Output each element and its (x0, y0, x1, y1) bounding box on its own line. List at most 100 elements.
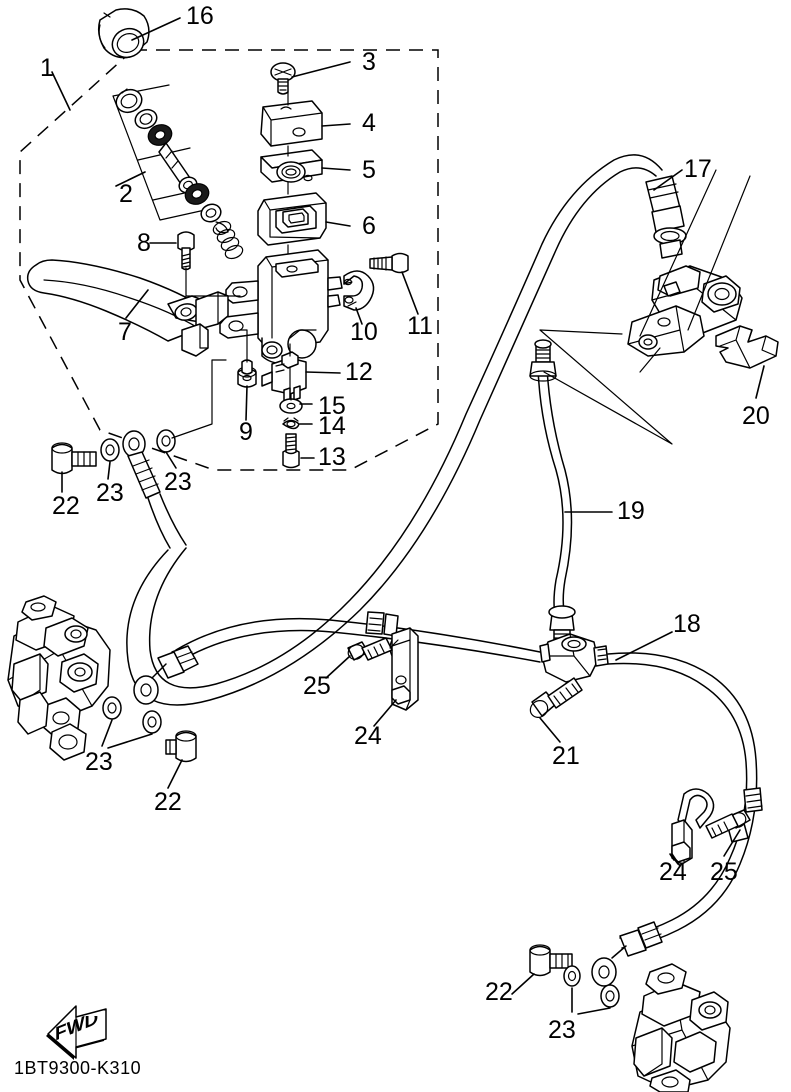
leader-21 (539, 717, 561, 743)
leader-5 (321, 167, 351, 171)
callout-label-12: 12 (345, 358, 373, 386)
part-3-cap-screw (270, 62, 296, 95)
callout-label-2: 2 (119, 180, 133, 208)
callout-label-13: 13 (318, 443, 346, 471)
callout-label-15: 15 (318, 392, 346, 420)
callout-label-25: 25 (303, 672, 331, 700)
fwd-label: FWD (55, 1016, 99, 1046)
leader-11 (401, 271, 419, 315)
leader-4 (321, 123, 351, 127)
fwd-direction-arrow (46, 1005, 107, 1060)
callout-label-25-b: 25 (710, 858, 738, 886)
part-4-reservoir-cap (260, 100, 323, 147)
leader-24-center (373, 699, 397, 727)
callout-label-22-b: 22 (154, 788, 182, 816)
callout-label-6: 6 (362, 212, 376, 240)
leader-9 (245, 385, 248, 421)
part-11-clamp-bolt (369, 252, 409, 274)
leader-1 (51, 71, 71, 111)
callout-label-1: 1 (40, 54, 54, 82)
callout-label-22-c: 22 (485, 978, 513, 1006)
leader-23-lower-left (101, 719, 153, 749)
part-12-brake-light-switch (261, 351, 307, 403)
leader-12 (305, 371, 341, 374)
callout-label-4: 4 (362, 109, 376, 137)
part-14-lock-washer (282, 417, 300, 430)
leader-16 (131, 17, 181, 41)
part-15-plain-washer (279, 398, 303, 414)
callout-label-8: 8 (137, 229, 151, 257)
leader-24-lower (669, 853, 681, 867)
part-13-switch-bolt (282, 433, 300, 469)
part-17-upper-brake-hose (126, 154, 687, 706)
assembly-line-9 (239, 329, 248, 363)
junction-block (539, 633, 609, 683)
part-number-label: 1BT9300-K310 (14, 1058, 142, 1078)
assembly-group-1-boundary (19, 49, 439, 471)
part-20-brake-pad (715, 325, 779, 369)
callout-label-16: 16 (186, 2, 214, 30)
callout-label-23-c: 23 (85, 748, 113, 776)
hose-end-upper-left (51, 429, 187, 549)
assembly-line-23-upper (171, 359, 227, 439)
callout-label-3: 3 (362, 48, 376, 76)
callout-label-7: 7 (118, 318, 132, 346)
part-6-diaphragm (257, 192, 327, 246)
fwd-label-wrap: FWD (55, 1016, 111, 1050)
front-left-caliper (7, 595, 111, 761)
part-16-pivot-boot (97, 8, 150, 59)
callout-label-17: 17 (684, 155, 712, 183)
part-7-brake-lever (26, 259, 229, 357)
leader-25-lower (723, 829, 741, 857)
part-5-diaphragm-plate (260, 149, 323, 183)
part-18-lower-brake-hose (133, 611, 763, 987)
rear-caliper (631, 963, 731, 1092)
callout-label-5: 5 (362, 156, 376, 184)
part-9-pivot-nut (237, 359, 257, 388)
callout-label-20: 20 (742, 402, 770, 430)
callout-label-23: 23 (96, 479, 124, 507)
leader-25-center (325, 655, 351, 679)
leader-22-lower-left (167, 759, 183, 789)
part-25-holder-screw-lower (705, 809, 751, 839)
callout-label-24-b: 24 (659, 858, 687, 886)
leader-7 (125, 289, 149, 319)
callout-label-9: 9 (239, 418, 253, 446)
leader-23-upper-b (165, 451, 177, 469)
leader-18 (615, 631, 673, 661)
part-21-joint-bolt (529, 677, 583, 718)
leader-10 (355, 307, 363, 325)
callout-label-19: 19 (617, 497, 645, 525)
front-caliper-upper-right (627, 169, 751, 373)
callout-label-23-d: 23 (548, 1016, 576, 1044)
assembly-line-25-center (389, 639, 399, 649)
part-24-hose-holder-center (389, 627, 419, 711)
callout-label-22: 22 (52, 492, 80, 520)
callout-label-23-b: 23 (164, 468, 192, 496)
callout-label-18: 18 (673, 610, 701, 638)
leader-23-bottom (571, 987, 611, 1015)
assembly-line-8 (185, 267, 241, 297)
callout-label-24: 24 (354, 722, 382, 750)
assembly-triangle-19 (539, 329, 673, 445)
part-2-piston-kit (112, 84, 244, 260)
leader-23-upper-a (107, 461, 111, 480)
part-2-spring (212, 220, 244, 260)
master-cylinder-body (219, 249, 343, 365)
leader-6 (325, 221, 351, 227)
callout-label-10: 10 (350, 318, 378, 346)
leader-3 (291, 61, 351, 78)
leader-22-bottom (511, 973, 535, 995)
hose-fasteners-bottom (529, 944, 620, 1008)
part-10-handlebar-clamp (343, 270, 375, 311)
callout-label-21: 21 (552, 742, 580, 770)
part-25-holder-screw-center (347, 637, 393, 661)
callout-label-14: 14 (318, 412, 346, 440)
part-24-hose-holder-lower (671, 788, 715, 865)
hose-fasteners-lower-left (102, 696, 197, 763)
leader-2 (115, 171, 146, 187)
part-8-pivot-bolt (177, 231, 195, 271)
callout-label-11: 11 (407, 312, 433, 340)
